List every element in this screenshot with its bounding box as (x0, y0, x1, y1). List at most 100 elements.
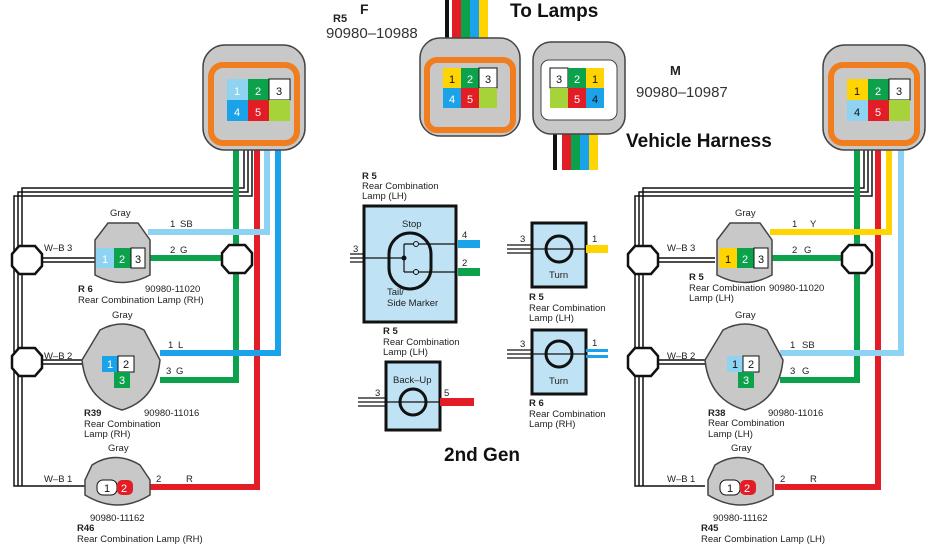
pin-label: 2 (742, 254, 748, 266)
splice-rh-2 (10, 346, 44, 378)
part-number: 90980-11016 (768, 408, 823, 419)
wire-code: G (804, 245, 811, 256)
connector-ref: R 6 (78, 284, 93, 295)
pin-label: 1 (725, 254, 731, 266)
pin-label: 3 (520, 234, 525, 245)
ground-bus-lh (634, 150, 873, 487)
main-connector-lh: 1 2 3 4 5 (822, 44, 926, 151)
pin-label: 2 (123, 359, 129, 371)
pin-label: 1 (854, 86, 860, 98)
connector-color: Gray (110, 208, 131, 219)
connector-name: Lamp (LH) (708, 429, 753, 440)
connector-letter: M (670, 63, 681, 78)
wire-pin: 1 (790, 340, 795, 351)
wire-g-rh (160, 150, 239, 383)
lamp-label: Side Marker (387, 298, 438, 309)
wire-code: Y (810, 219, 817, 230)
wire-code: W–B (667, 474, 688, 485)
turn-lamp-rh: 3 1 Turn R 6 Rear Combination Lamp (RH) (507, 328, 608, 430)
pin-label: 3 (353, 244, 358, 255)
pin-label: 1 (102, 254, 108, 266)
wire-code: L (178, 340, 183, 351)
main-connector-rh: 1 2 3 4 5 (202, 44, 306, 151)
pin-label: 3 (485, 74, 491, 86)
lamp-name: Rear Combination (362, 181, 439, 192)
lamp-label: Turn (549, 376, 568, 387)
pin-label: 1 (732, 359, 738, 371)
lamp-ref: R 5 (529, 292, 545, 303)
connector-name: Lamp (RH) (84, 429, 130, 440)
wire-pin: 3 (790, 366, 795, 377)
wire-code: W–B (44, 474, 65, 485)
wire-pin: 2 (780, 474, 785, 485)
connector-r6: Gray 1 2 3 W–B 3 1 SB 2 G R 6 90980-1102… (44, 208, 204, 306)
pin-label: 1 (727, 483, 733, 495)
lamp-name: Lamp (LH) (362, 191, 407, 202)
wire-r-lh (775, 150, 881, 490)
heading-vehicle-harness: Vehicle Harness (626, 131, 772, 152)
pin-label: 5 (875, 107, 881, 119)
connector-ref: R39 (84, 408, 101, 419)
wire-pin: 3 (166, 366, 171, 377)
pin-label: 3 (556, 74, 562, 86)
wire-code: SB (802, 340, 815, 351)
pin-label: 3 (276, 86, 282, 98)
connector-r45: Gray 1 2 W–B 1 2 R 90980-11162 R45 Rear … (667, 443, 825, 545)
part-number: 90980-11020 (769, 283, 824, 294)
pin-label: 2 (467, 74, 473, 86)
turn-lamp-lh: 3 1 Turn R 5 Rear Combination Lamp (LH) (507, 221, 608, 324)
harness-side-wires (553, 128, 598, 170)
pin-label: 3 (743, 375, 749, 387)
connector-ref: R46 (77, 523, 94, 534)
connector-m: 3 2 1 5 4 (532, 41, 626, 135)
pin-label: 3 (135, 254, 141, 266)
wire-code: W–B (44, 243, 65, 254)
part-number: 90980-11162 (713, 513, 768, 524)
wire-pin: 1 (792, 219, 797, 230)
pin-label: 1 (592, 338, 597, 349)
wire-pin: 3 (67, 243, 72, 254)
part-number: 90980–10988 (326, 25, 418, 42)
pin-label: 5 (467, 94, 473, 106)
pin-label: 4 (462, 230, 467, 241)
pin-label: 2 (462, 258, 467, 269)
connector-ref: R5 (333, 13, 347, 25)
wire-sb-rh (148, 150, 270, 235)
wire-code: G (802, 366, 809, 377)
rh-harness: 1 2 3 4 5 Gray 1 2 3 W–B 3 1 SB 2 G R 6 … (10, 44, 306, 545)
wire-code: W–B (667, 243, 688, 254)
pin-label: 2 (121, 483, 127, 495)
connector-color: Gray (108, 443, 129, 454)
connector-name: Rear Combination (708, 418, 785, 429)
pin-label: 3 (896, 86, 902, 98)
lamp-ref: R 6 (529, 398, 544, 409)
pin-label: 4 (449, 94, 455, 106)
wire-pin: 2 (170, 245, 175, 256)
wire-pin: 2 (67, 351, 72, 362)
splice-rh-1 (10, 244, 44, 276)
lamp-name: Lamp (LH) (529, 313, 574, 324)
wire-sb-lh (780, 150, 904, 356)
mating-connectors: R5 F 90980–10988 To Lamps 1 2 3 4 5 3 2 … (326, 0, 772, 170)
pin-label: 4 (854, 107, 860, 119)
connector-name: Lamp (LH) (689, 293, 734, 304)
pin-label: 1 (234, 86, 240, 98)
wire-pin: 1 (170, 219, 175, 230)
lamp-ref: R 5 (383, 326, 399, 337)
lamp-ref: R 5 (362, 171, 378, 182)
connector-r46: Gray 1 2 W–B 1 2 R 90980-11162 R46 Rear … (44, 443, 203, 545)
wire-code: R (810, 474, 817, 485)
connector-name: Rear Combination (689, 283, 766, 294)
wire-code: G (180, 245, 187, 256)
part-number: 90980-11020 (145, 284, 200, 295)
connector-color: Gray (731, 443, 752, 454)
connector-letter: F (360, 1, 369, 17)
wire-y-lh (770, 150, 892, 235)
pin-label: 1 (104, 483, 110, 495)
wire-pin: 1 (168, 340, 173, 351)
pin-label: 2 (119, 254, 125, 266)
pin-label: 2 (748, 359, 754, 371)
connector-r38: Gray 1 2 3 W–B 2 1 SB 3 G R38 90980-1101… (667, 310, 823, 440)
pin-label: 1 (107, 359, 113, 371)
